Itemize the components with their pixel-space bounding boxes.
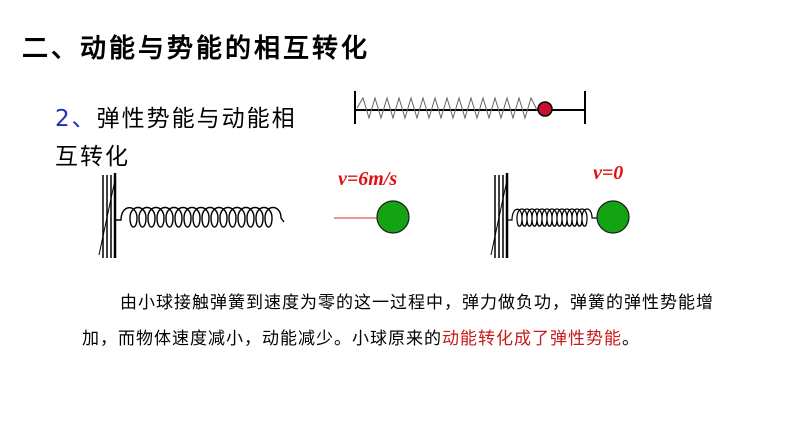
green-ball-moving	[376, 200, 410, 234]
top-spring-diagram	[354, 91, 586, 124]
left-wall	[98, 173, 117, 258]
paragraph-end: 。	[622, 329, 640, 349]
paragraph-highlight: 动能转化成了弹性势能	[442, 329, 622, 349]
paragraph-text: 由小球接触弹簧到速度为零的这一过程中，弹力做负功，弹簧的弹性势能增加，而物体速度…	[82, 293, 714, 349]
top-spring-zigzag	[356, 96, 545, 120]
right-spring-coil	[507, 208, 598, 227]
velocity-label-stopped: v=0	[593, 162, 624, 184]
subtitle: 2、弹性势能与动能相互转化	[55, 100, 315, 176]
left-spring-coil	[115, 206, 285, 228]
right-wall	[490, 173, 509, 258]
slide-title: 二、动能与势能的相互转化	[22, 34, 371, 64]
red-ball	[537, 101, 553, 117]
subtitle-number: 2、	[55, 106, 97, 132]
explanation-paragraph: 由小球接触弹簧到速度为零的这一过程中，弹力做负功，弹簧的弹性势能增加，而物体速度…	[82, 285, 742, 357]
green-ball-stopped	[596, 200, 630, 234]
subtitle-text: 弹性势能与动能相互转化	[55, 106, 297, 170]
velocity-label-moving: v=6m/s	[338, 168, 398, 190]
